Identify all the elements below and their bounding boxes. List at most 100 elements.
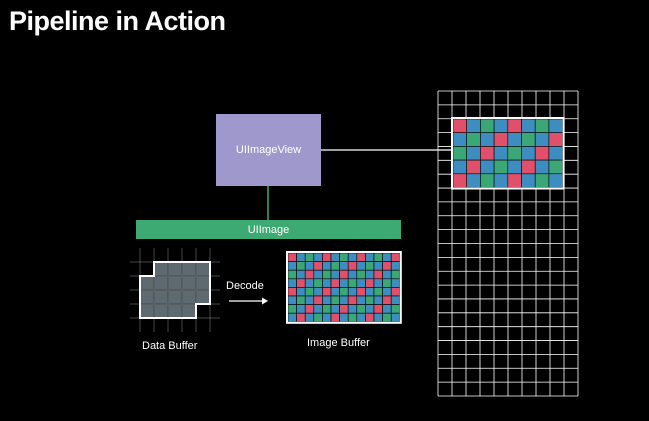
displayed-image-pixel — [480, 146, 495, 161]
displayed-image-pixel — [480, 173, 495, 188]
data-buffer-cell — [167, 289, 183, 305]
image-buffer-pixel — [356, 304, 366, 314]
image-buffer-pixel — [356, 278, 366, 288]
displayed-image-pixel — [521, 159, 536, 175]
displayed-image-pixel — [507, 159, 522, 175]
image-buffer-pixel — [382, 278, 392, 288]
image-buffer-pixel — [390, 295, 401, 305]
image-buffer-pixel — [339, 252, 349, 262]
uiimage-label: UIImage — [247, 223, 290, 236]
image-buffer-pixel — [373, 261, 383, 271]
image-buffer-pixel — [296, 269, 306, 280]
image-buffer-pixel — [322, 278, 332, 288]
image-buffer-pixel — [347, 304, 358, 314]
displayed-image-pixel — [548, 159, 563, 175]
image-buffer-pixel — [296, 304, 306, 314]
displayed-image-pixel — [507, 146, 522, 161]
displayed-image-pixel — [534, 146, 550, 161]
image-buffer-pixel — [313, 287, 323, 297]
data-buffer-graphic — [130, 248, 220, 332]
displayed-image-pixel — [452, 118, 467, 133]
image-buffer-pixel — [339, 269, 349, 280]
frame-buffer-grid — [437, 90, 579, 397]
image-buffer-pixel — [356, 261, 366, 271]
image-buffer-pixel — [373, 252, 383, 262]
image-buffer-pixel — [356, 312, 366, 323]
image-buffer-pixel — [287, 287, 297, 297]
image-buffer-pixel — [390, 252, 401, 262]
displayed-image-pixel — [452, 132, 467, 147]
image-buffer-pixel — [373, 278, 383, 288]
data-buffer-cell — [153, 261, 169, 277]
displayed-image-pixel — [493, 146, 509, 161]
displayed-image-pixel — [493, 159, 509, 175]
image-buffer-pixel — [382, 295, 392, 305]
image-buffer-pixel — [296, 252, 306, 262]
image-buffer-pixel — [373, 304, 383, 314]
image-buffer-pixel — [330, 304, 340, 314]
image-buffer-pixel — [347, 261, 358, 271]
image-buffer-pixel — [390, 312, 401, 323]
image-buffer-pixel — [390, 287, 401, 297]
image-buffer-pixel — [356, 295, 366, 305]
displayed-image-pixel — [507, 173, 522, 188]
image-buffer-pixel — [347, 295, 358, 305]
image-buffer-pixel — [287, 295, 297, 305]
data-buffer-outline — [139, 261, 211, 319]
data-buffer-cell — [195, 289, 211, 305]
image-buffer-pixel — [322, 261, 332, 271]
image-buffer-pixel — [382, 252, 392, 262]
image-buffer-pixel — [347, 252, 358, 262]
data-buffer-cell — [181, 261, 197, 277]
data-buffer-label: Data Buffer — [142, 340, 198, 352]
image-buffer-pixel — [296, 287, 306, 297]
displayed-image-pixel — [493, 132, 509, 147]
image-buffer-pixel — [296, 312, 306, 323]
image-buffer-pixel — [339, 261, 349, 271]
image-buffer-pixel — [304, 287, 315, 297]
image-buffer-pixel — [339, 304, 349, 314]
image-buffer-pixel — [296, 261, 306, 271]
image-buffer-pixel — [390, 269, 401, 280]
image-buffer-pixel — [339, 287, 349, 297]
displayed-image-pixel — [493, 118, 509, 133]
image-buffer-pixel — [382, 261, 392, 271]
image-buffer-pixel — [373, 269, 383, 280]
uiimageview-label: UIImageView — [235, 144, 302, 156]
image-buffer-pixel — [339, 278, 349, 288]
uiimageview-node: UIImageView — [216, 114, 321, 186]
data-buffer-cell — [167, 303, 183, 319]
image-buffer-pixel — [356, 287, 366, 297]
image-buffer-pixel — [313, 312, 323, 323]
image-buffer-border — [286, 251, 402, 324]
image-buffer-pixel — [330, 287, 340, 297]
image-buffer-pixel — [365, 312, 375, 323]
image-buffer-pixel — [347, 278, 358, 288]
image-buffer-pixel — [304, 269, 315, 280]
data-buffer-cell — [139, 275, 155, 291]
image-buffer-pixel — [356, 269, 366, 280]
image-buffer-pixel — [322, 252, 332, 262]
displayed-image-pixel — [466, 146, 481, 161]
image-buffer-pixel — [356, 252, 366, 262]
image-buffer-pixel — [390, 261, 401, 271]
image-buffer-pixel — [339, 312, 349, 323]
decode-label: Decode — [226, 280, 264, 292]
displayed-image-pixel — [548, 146, 563, 161]
displayed-image-pixel — [480, 118, 495, 133]
displayed-image-pixel — [466, 173, 481, 188]
displayed-image-pixel — [466, 132, 481, 147]
uiimage-node: UIImage — [136, 220, 401, 239]
image-buffer-pixel — [330, 312, 340, 323]
image-buffer-pixel — [313, 269, 323, 280]
image-buffer-pixel — [287, 312, 297, 323]
image-buffer-pixel — [287, 261, 297, 271]
image-buffer-pixel — [296, 295, 306, 305]
displayed-image-pixel — [507, 132, 522, 147]
image-buffer-pixel — [365, 295, 375, 305]
image-buffer-pixel — [365, 278, 375, 288]
image-buffer-pixel — [304, 304, 315, 314]
image-buffer-pixel — [365, 261, 375, 271]
displayed-image-pixel — [452, 173, 467, 188]
